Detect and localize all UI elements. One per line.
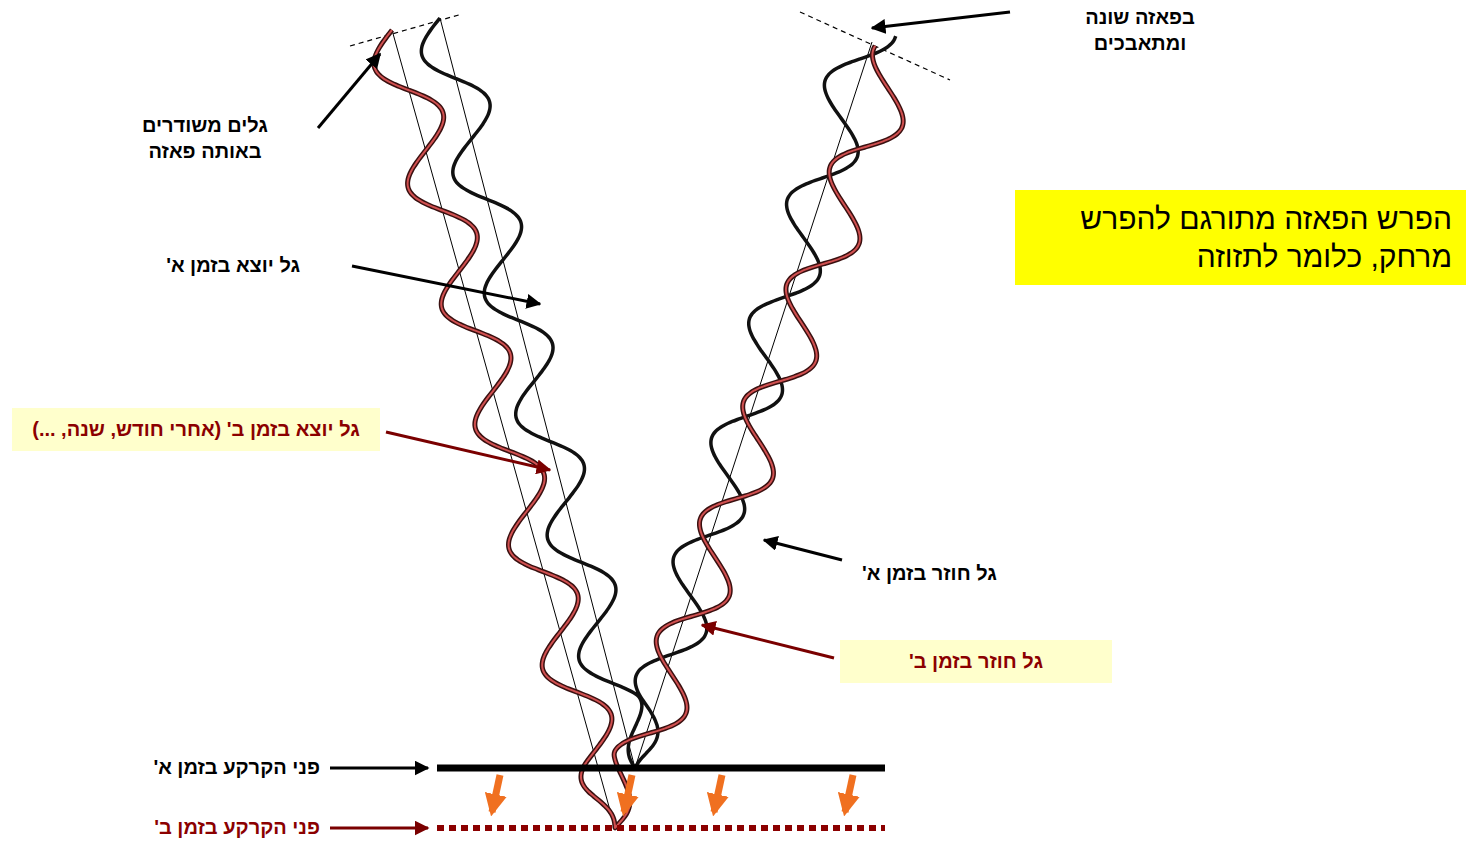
ground-surface [437, 765, 885, 772]
box-text: הפרש הפאזה מתורגם להפרש מרחק, כלומר לתזו… [1029, 200, 1452, 275]
transmit-note: גלים משודרים באותה פאזה [120, 112, 290, 164]
leader-arrow [330, 767, 428, 770]
ray-line [635, 42, 872, 768]
subsidence-arrow [845, 775, 853, 812]
leader-arrow [352, 266, 540, 304]
leader-arrow [764, 540, 842, 560]
phase-note: בפאזה שונה ומתאבכים [1065, 4, 1215, 56]
callout-box: גל חוזר בזמן ב' [840, 640, 1112, 683]
wave-time-b [374, 30, 903, 828]
subsidence-arrow [492, 775, 500, 812]
box-text: גל חוזר בזמן ב' [856, 648, 1096, 675]
note-box: הפרש הפאזה מתורגם להפרש מרחק, כלומר לתזו… [1015, 190, 1466, 285]
subsidence-arrow [624, 775, 632, 812]
ground-surface-dashed [437, 825, 885, 831]
callout-box: גל יוצא בזמן ב' (אחרי חודש, שנה, ...) [12, 408, 380, 451]
wave-label: גל יוצא בזמן א' [166, 252, 300, 278]
leader-arrow [702, 625, 834, 658]
wavefront-line [350, 14, 462, 46]
wave-group [374, 18, 903, 828]
ground-label: פני הקרקע בזמן א' [153, 754, 320, 780]
leader-arrow [872, 12, 1010, 28]
leader-arrow [318, 54, 380, 128]
subsidence-arrow [714, 775, 722, 812]
box-text: גל יוצא בזמן ב' (אחרי חודש, שנה, ...) [28, 416, 364, 443]
ground-label: פני הקרקע בזמן ב' [154, 814, 320, 840]
wave-label: גל חוזר בזמן א' [862, 560, 997, 586]
ray-line [440, 18, 635, 768]
wave-outline [374, 30, 903, 828]
leader-arrow [330, 827, 428, 830]
leader-arrow [386, 432, 550, 470]
